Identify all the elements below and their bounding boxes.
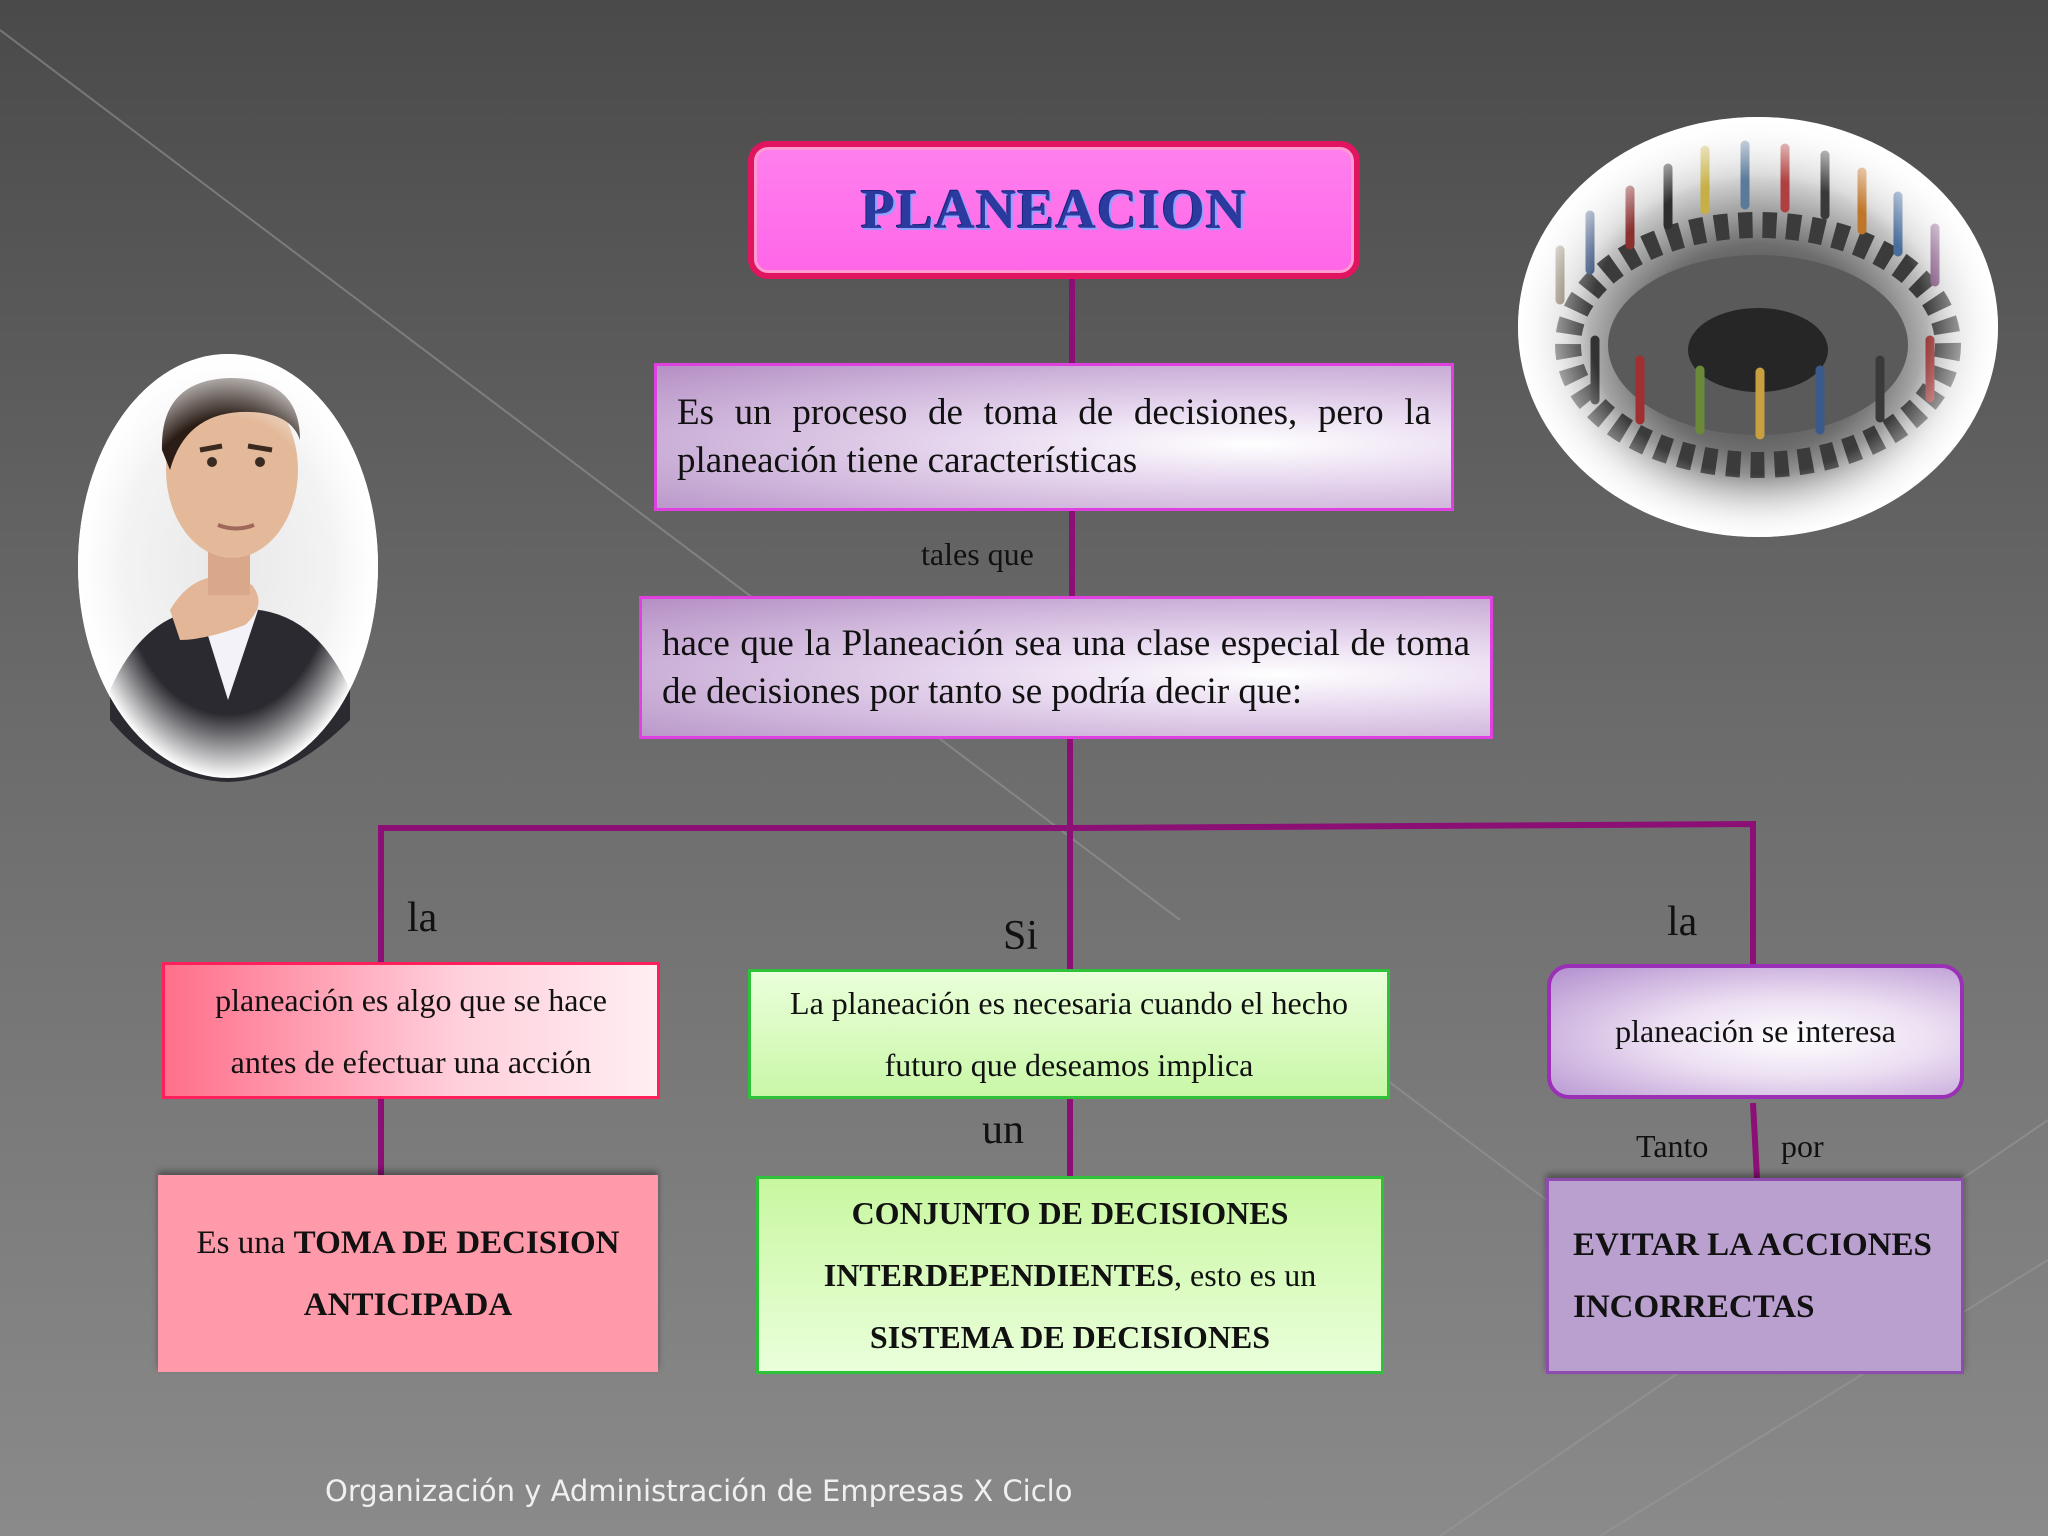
necessity-line-1: La planeación es necesaria cuando el hec… bbox=[790, 985, 1348, 1021]
connector-label-tanto: Tanto bbox=[1636, 1128, 1709, 1164]
anticipation-line-1: planeación es algo que se hace bbox=[215, 981, 607, 1018]
title-box: PLANEACION bbox=[748, 141, 1360, 279]
decision-system-bold-2: INTERDEPENDIENTES bbox=[823, 1257, 1175, 1293]
decision-system-bold-3: SISTEMA DE DECISIONES bbox=[869, 1319, 1271, 1355]
connector-lines bbox=[378, 279, 1760, 1179]
gear-people-image bbox=[1518, 117, 1998, 537]
connector-label-un: un bbox=[982, 1107, 1024, 1153]
connector-label-left-la: la bbox=[407, 895, 438, 941]
page-title: PLANEACION bbox=[860, 179, 1248, 241]
avoid-actions-line-1: EVITAR LA ACCIONES bbox=[1573, 1227, 1932, 1263]
definition-text: Es un proceso de toma de decisiones, per… bbox=[677, 392, 1431, 481]
necessity-box: La planeación es necesaria cuando el hec… bbox=[748, 969, 1390, 1099]
special-decision-box: hace que la Planeación sea una clase esp… bbox=[639, 596, 1493, 739]
anticipation-box: planeación es algo que se hace antes de … bbox=[162, 962, 660, 1099]
anticipated-decision-box: Es una TOMA DE DECISION ANTICIPADA bbox=[158, 1175, 658, 1372]
connector-label-por: por bbox=[1781, 1128, 1824, 1164]
connector-label-tales-que: tales que bbox=[921, 536, 1034, 572]
thinking-man-image bbox=[78, 354, 378, 782]
anticipated-decision-prefix: Es una bbox=[196, 1224, 294, 1261]
interest-box: planeación se interesa bbox=[1547, 964, 1964, 1099]
special-decision-text: hace que la Planeación sea una clase esp… bbox=[662, 622, 1470, 712]
anticipated-decision-bold-1: TOMA DE DECISION bbox=[293, 1224, 620, 1261]
connector-label-si: Si bbox=[1003, 913, 1039, 959]
definition-box: Es un proceso de toma de decisiones, per… bbox=[654, 363, 1454, 511]
necessity-line-2: futuro que deseamos implica bbox=[884, 1047, 1254, 1083]
avoid-actions-box: EVITAR LA ACCIONES INCORRECTAS bbox=[1546, 1178, 1964, 1374]
decision-system-mid: , esto es un bbox=[1174, 1257, 1317, 1293]
anticipated-decision-bold-2: ANTICIPADA bbox=[303, 1286, 513, 1323]
decision-system-box: CONJUNTO DE DECISIONES INTERDEPENDIENTES… bbox=[756, 1176, 1384, 1374]
interest-text: planeación se interesa bbox=[1615, 1013, 1896, 1049]
avoid-actions-line-2: INCORRECTAS bbox=[1573, 1289, 1815, 1325]
connector-label-right-la: la bbox=[1667, 899, 1698, 945]
footer-course-label: Organización y Administración de Empresa… bbox=[325, 1474, 1073, 1508]
decision-system-bold-1: CONJUNTO DE DECISIONES bbox=[851, 1195, 1289, 1231]
anticipation-line-2: antes de efectuar una acción bbox=[230, 1043, 592, 1080]
